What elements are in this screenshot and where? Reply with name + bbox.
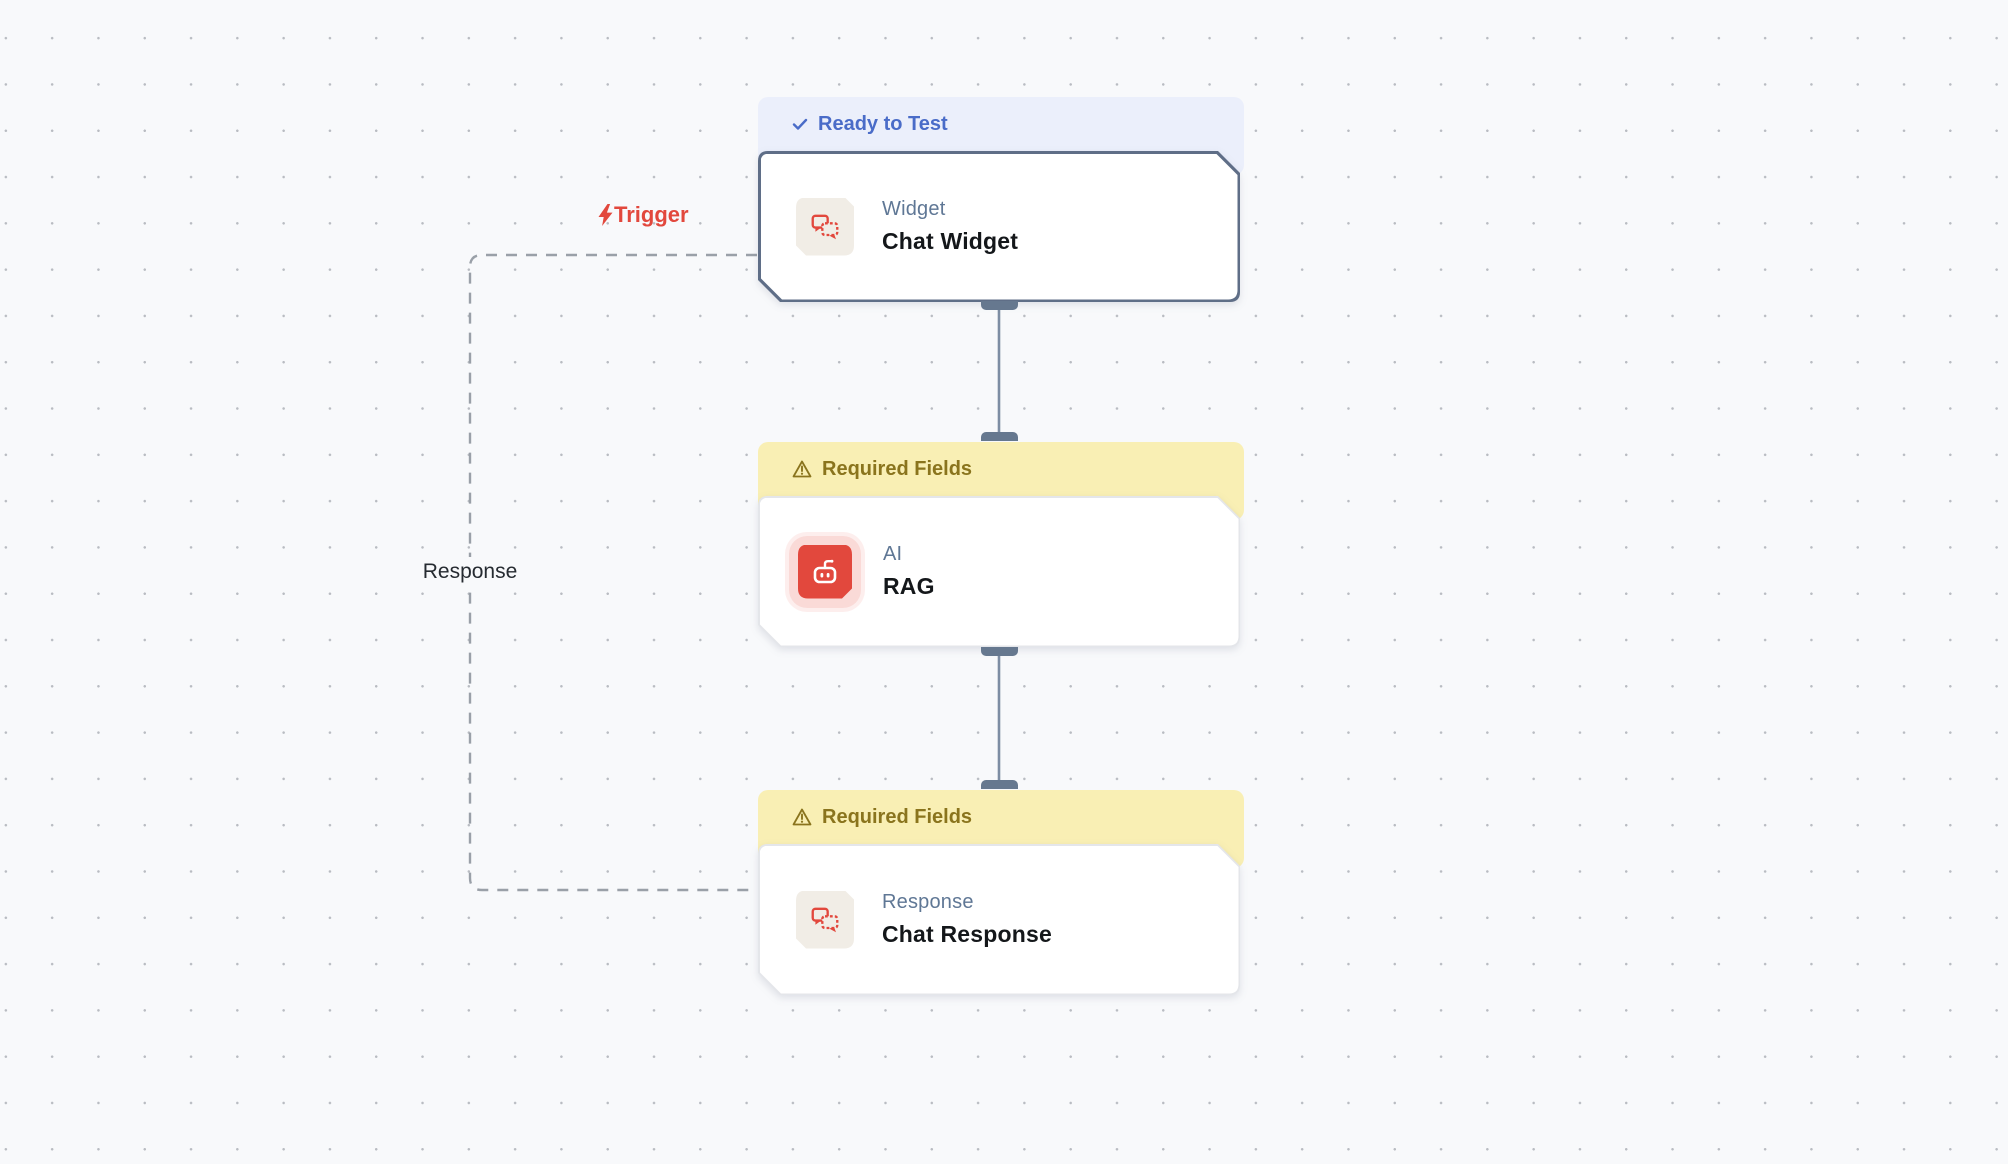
chat-bubbles-icon (796, 891, 854, 949)
trigger-edge-label[interactable]: Trigger (598, 202, 689, 228)
warning-triangle-icon (792, 808, 812, 826)
node-card-chat-response[interactable]: Response Chat Response (758, 844, 1240, 995)
trigger-label-text: Trigger (614, 202, 689, 227)
robot-icon (789, 535, 861, 608)
node-title: Chat Widget (882, 228, 1019, 254)
node-card-chat-widget[interactable]: Widget Chat Widget (758, 151, 1240, 302)
node-category: Widget (882, 198, 946, 220)
node-title: Chat Response (882, 921, 1053, 947)
output-handle-rag[interactable] (981, 647, 1018, 656)
node-title: RAG (883, 573, 935, 599)
node-category: AI (883, 543, 903, 565)
response-label-text: Response (422, 560, 518, 583)
status-label: Ready to Test (818, 112, 948, 135)
node-category: Response (882, 891, 974, 913)
warning-triangle-icon (792, 460, 812, 478)
output-handle-chat-widget[interactable] (981, 301, 1018, 310)
input-handle-chat-response[interactable] (981, 780, 1018, 789)
status-label: Required Fields (822, 805, 973, 828)
check-icon (792, 118, 808, 130)
status-label: Required Fields (822, 457, 973, 480)
chat-bubbles-icon (796, 198, 854, 256)
response-edge-label[interactable]: Response (413, 557, 527, 587)
lightning-bolt-icon (598, 204, 613, 226)
node-card-rag[interactable]: AI RAG (758, 496, 1240, 647)
input-handle-rag[interactable] (981, 432, 1018, 441)
